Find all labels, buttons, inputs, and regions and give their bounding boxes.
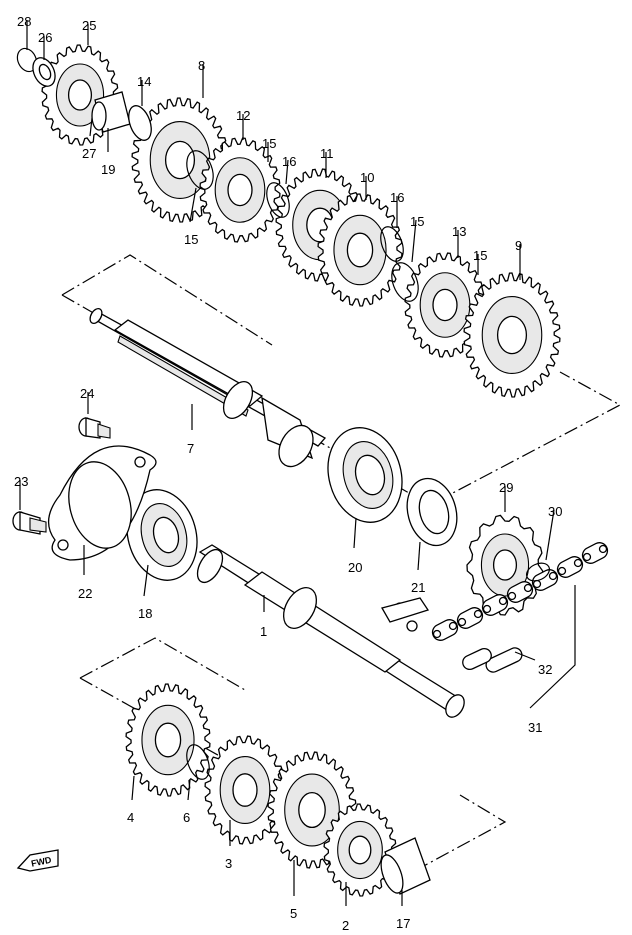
callout-10: 10 <box>360 170 374 185</box>
leader-16a <box>285 159 289 185</box>
bushing-19 <box>91 91 131 133</box>
gear-10 <box>317 193 403 307</box>
callout-19: 19 <box>101 162 115 177</box>
leader-32 <box>514 651 536 661</box>
circlip-16a <box>266 182 290 218</box>
gear-8 <box>131 97 229 223</box>
callout-21: 21 <box>411 580 425 595</box>
callout-24: 24 <box>80 386 94 401</box>
callout-labels: 2826252719148121515161110161513159247232… <box>14 14 562 933</box>
bearing-18 <box>126 489 198 581</box>
gear-3 <box>204 735 286 845</box>
callout-8: 8 <box>198 58 205 73</box>
callout-26: 26 <box>38 30 52 45</box>
washer-26 <box>32 57 56 87</box>
clip-30 <box>526 562 550 582</box>
callout-25: 25 <box>82 18 96 33</box>
leader-lines <box>19 20 576 906</box>
leader-20 <box>353 517 357 549</box>
callout-18: 18 <box>138 606 152 621</box>
circlip-16b <box>380 226 404 262</box>
leader-18 <box>143 564 149 597</box>
chain-link <box>481 594 509 616</box>
callout-15a: 15 <box>262 136 276 151</box>
drive-chain-31 <box>431 542 609 641</box>
fwd-arrow-icon: FWD <box>16 849 59 872</box>
circlip-15a <box>186 150 214 190</box>
leader-21 <box>417 541 421 571</box>
callout-16a: 16 <box>282 154 296 169</box>
washer-14 <box>128 105 152 141</box>
leader-6 <box>187 779 191 801</box>
screw-24 <box>78 417 111 439</box>
callout-15c: 15 <box>410 214 424 229</box>
callout-15b: 15 <box>184 232 198 247</box>
callout-31: 31 <box>528 720 542 735</box>
callout-17: 17 <box>396 916 410 930</box>
gear-4 <box>125 683 211 797</box>
callout-11: 11 <box>320 146 334 161</box>
chain-link <box>556 556 584 578</box>
callout-1: 1 <box>260 624 267 639</box>
leader-15c <box>411 219 417 263</box>
callout-7: 7 <box>187 441 194 456</box>
chain-link <box>506 581 534 603</box>
callout-14: 14 <box>137 74 151 89</box>
callout-6: 6 <box>183 810 190 825</box>
countershaft-7 <box>89 307 327 468</box>
chain-link <box>581 542 609 564</box>
gear-12 <box>199 137 281 243</box>
callout-32: 32 <box>538 662 552 677</box>
callout-28: 28 <box>17 14 31 29</box>
needle-bearing-17 <box>380 837 431 895</box>
leader-27 <box>89 117 93 137</box>
bearing-20 <box>327 427 403 523</box>
fwd-badge-text: FWD <box>30 855 53 869</box>
callout-20: 20 <box>348 560 362 575</box>
callout-23: 23 <box>14 474 28 489</box>
callout-3: 3 <box>225 856 232 871</box>
driveshaft-1 <box>196 544 465 718</box>
leader-31 <box>529 585 576 709</box>
chain-link <box>431 619 459 641</box>
callout-9: 9 <box>515 238 522 253</box>
chain-joint-32 <box>381 597 523 673</box>
bearing-retainer-22 <box>48 445 157 561</box>
bolt-23 <box>12 511 47 535</box>
gear-2 <box>323 803 397 897</box>
leader-15b <box>189 187 197 223</box>
callout-22: 22 <box>78 586 92 601</box>
callout-29: 29 <box>499 480 513 495</box>
chain-link <box>456 607 484 629</box>
callout-12: 12 <box>236 108 250 123</box>
circlip-15c <box>391 262 419 302</box>
callout-30: 30 <box>548 504 562 519</box>
callout-4: 4 <box>127 810 134 825</box>
callout-2: 2 <box>342 918 349 930</box>
callout-5: 5 <box>290 906 297 921</box>
oil-seal-21 <box>406 477 458 547</box>
callout-13: 13 <box>452 224 466 239</box>
callout-15d: 15 <box>473 248 487 263</box>
circlip-28 <box>16 47 38 73</box>
callout-16b: 16 <box>390 190 404 205</box>
leader-30 <box>545 509 555 561</box>
circlip-6 <box>186 744 210 780</box>
callout-27: 27 <box>82 146 96 161</box>
leader-4 <box>131 775 135 801</box>
gear-9 <box>463 272 561 398</box>
chain-link <box>531 569 559 591</box>
